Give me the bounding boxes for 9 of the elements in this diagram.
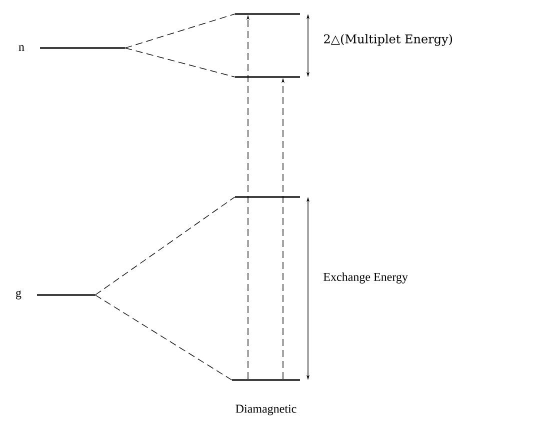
energy-label: Exchange Energy	[324, 272, 408, 284]
connector	[94, 294, 232, 380]
caption: Diamagnetic	[236, 404, 296, 416]
energy-label: 2△(Multiplet Energy)	[324, 34, 452, 46]
level-label: g	[16, 290, 22, 300]
level-label: n	[18, 45, 24, 51]
connector	[124, 48, 236, 78]
connector	[124, 14, 236, 48]
connector	[94, 196, 236, 296]
